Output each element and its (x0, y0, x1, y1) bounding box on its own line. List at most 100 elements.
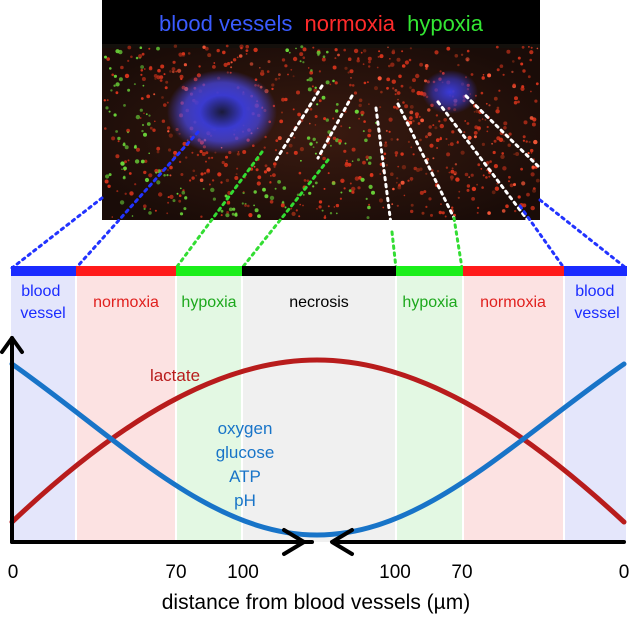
micrograph-cell (156, 150, 160, 154)
micrograph-cell (520, 86, 525, 91)
micrograph-cell (148, 47, 151, 50)
micrograph-cell (295, 47, 297, 50)
micrograph-cell (409, 110, 414, 115)
zone-labels: blood vessel normoxia hypoxia necrosis h… (20, 283, 619, 322)
micrograph-cell (394, 93, 397, 96)
micrograph-cell (234, 213, 238, 217)
micrograph-cell (117, 140, 120, 143)
micrograph-cell (104, 55, 107, 59)
micrograph-cell (377, 76, 382, 81)
micrograph-cell (141, 77, 146, 81)
micrograph-cell (501, 152, 505, 155)
micrograph-cell (473, 111, 476, 113)
micrograph-cell (128, 172, 132, 175)
micrograph-cell (385, 164, 388, 167)
micrograph-cell (129, 191, 134, 196)
micrograph-cell (224, 194, 228, 198)
micrograph-cell (103, 99, 107, 102)
micrograph-cell (407, 179, 410, 182)
micrograph-cell (314, 86, 317, 90)
micrograph-cell (501, 209, 506, 213)
micrograph-cell (277, 180, 281, 184)
micrograph-cell (178, 160, 182, 164)
micrograph-cell (263, 170, 268, 174)
micrograph-cell (362, 63, 365, 66)
micrograph-cell (160, 64, 165, 69)
zone-bar-right-hypoxia (396, 266, 463, 276)
micrograph-cell (281, 58, 286, 62)
micrograph-cell (110, 89, 113, 92)
micrograph-cell (409, 47, 412, 50)
micrograph-cell (134, 183, 137, 186)
micrograph-cell (310, 69, 313, 72)
micrograph-cell (234, 176, 239, 180)
micrograph-cell (390, 62, 395, 67)
micrograph-cell (142, 84, 145, 87)
micrograph-cell (169, 174, 172, 177)
micrograph-cell (302, 56, 306, 59)
micrograph-cell (367, 133, 371, 138)
micrograph-cell (465, 57, 470, 62)
micrograph-cell (136, 147, 140, 152)
micrograph-cell (421, 211, 425, 215)
micrograph-cell (473, 131, 478, 135)
micrograph-cell (527, 152, 530, 155)
projection-line-right-inner-vessel-low (518, 204, 566, 270)
micrograph-cell (148, 114, 151, 117)
micrograph-cell (460, 53, 464, 56)
micrograph-cell (173, 150, 178, 155)
micrograph-cell (303, 179, 307, 182)
projection-line-right-vessel-low (538, 198, 628, 270)
micrograph-cell (325, 80, 330, 85)
micrograph-cell (363, 120, 366, 123)
micrograph-cell (220, 181, 223, 184)
zone-fill-left-hypoxia (177, 276, 241, 542)
micrograph-cell (149, 65, 153, 69)
micrograph-cell (443, 118, 448, 122)
micrograph-cell (331, 181, 336, 186)
micrograph-cell (236, 152, 240, 156)
micrograph-cell (486, 169, 488, 172)
micrograph-cell (347, 71, 350, 74)
projection-line-right-normoxia (452, 216, 464, 270)
micrograph-cell (419, 138, 422, 142)
micrograph-cell (419, 62, 423, 67)
micrograph-cell (436, 170, 440, 173)
micrograph-cell (124, 192, 127, 195)
micrograph-cell (113, 84, 116, 87)
micrograph-cell (341, 180, 344, 183)
micrograph-cell (529, 116, 534, 120)
micrograph-cell (520, 167, 523, 171)
micrograph-cell (210, 187, 215, 193)
micrograph-cell (515, 152, 520, 156)
micrograph-cell (484, 119, 487, 121)
micrograph-cell (284, 64, 288, 68)
micrograph-cell (388, 117, 393, 122)
micrograph-cell (369, 173, 374, 178)
projection-lines (10, 84, 628, 270)
micrograph-cell (401, 165, 407, 170)
micrograph-cell (468, 176, 471, 179)
micrograph-cell (365, 197, 368, 200)
micrograph-cell (113, 113, 117, 117)
micrograph-cell (396, 91, 401, 95)
micrograph-cell (323, 117, 327, 121)
micrograph-cell (371, 190, 375, 195)
micrograph-cell (167, 201, 170, 204)
micrograph-cell (161, 96, 164, 99)
micrograph-cell (517, 56, 521, 60)
micrograph-cell (232, 207, 236, 211)
micrograph-cell (270, 175, 272, 177)
micrograph-cell (158, 192, 163, 197)
micrograph-cell (505, 204, 509, 208)
axes (0, 336, 626, 556)
micrograph-cell (450, 178, 453, 181)
micrograph-cell (358, 103, 362, 108)
micrograph-cell (344, 162, 349, 168)
micrograph-cell (425, 67, 428, 70)
micrograph-cell (454, 173, 456, 176)
micrograph-cell (454, 163, 458, 166)
micrograph-cell (120, 161, 125, 166)
micrograph-cell (360, 110, 365, 115)
micrograph-title-band (102, 0, 540, 44)
